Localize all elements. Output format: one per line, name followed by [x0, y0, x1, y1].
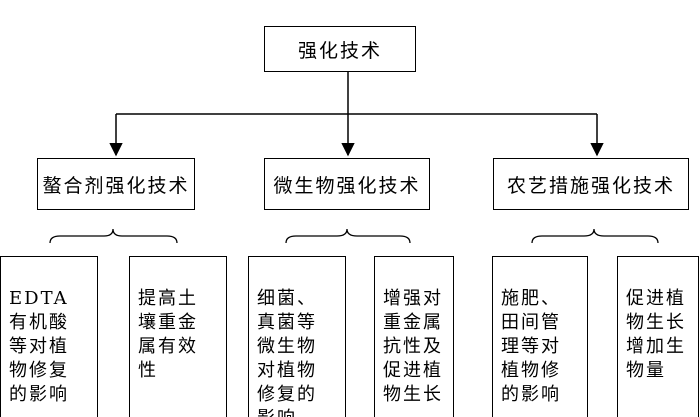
leaf-text-microbe-effect: 细菌、 真菌等 微生物 对植物 修复的 影响	[257, 288, 317, 417]
brace-1	[49, 228, 178, 244]
leaf-node-edta: EDTA 有机酸 等对植 物修复 的影响	[0, 256, 98, 417]
leaf-text-edta: EDTA 有机酸 等对植 物修复 的影响	[9, 288, 69, 405]
leaf-text-resistance: 增强对 重金属 抗性及 促进植 物生长	[383, 288, 443, 405]
branch-node-microbe: 微生物强化技术	[264, 158, 430, 210]
branch-label-chelator: 螯合剂强化技术	[42, 174, 190, 197]
leaf-text-growth: 促进植 物生长 增加生 物量	[626, 288, 686, 381]
brace-3	[531, 228, 659, 244]
leaf-node-microbe-effect: 细菌、 真菌等 微生物 对植物 修复的 影响	[248, 256, 346, 417]
leaf-text-fertilization: 施肥、 田间管 理等对 植物修 的影响	[501, 288, 561, 405]
branch-node-agronomic: 农艺措施强化技术	[493, 158, 689, 210]
leaf-node-fertilization: 施肥、 田间管 理等对 植物修 的影响	[492, 256, 588, 417]
branch-label-microbe: 微生物强化技术	[273, 174, 421, 197]
root-node: 强化技术	[264, 26, 416, 72]
root-label: 强化技术	[297, 39, 382, 62]
leaf-node-growth: 促进植 物生长 增加生 物量	[617, 256, 699, 417]
leaf-node-availability: 提高土 壤重金 属有效 性	[129, 256, 227, 417]
branch-node-chelator: 螯合剂强化技术	[37, 158, 195, 210]
branch-label-agronomic: 农艺措施强化技术	[506, 174, 675, 197]
leaf-node-resistance: 增强对 重金属 抗性及 促进植 物生长	[374, 256, 454, 417]
leaf-text-availability: 提高土 壤重金 属有效 性	[138, 288, 198, 381]
brace-2	[285, 228, 411, 244]
